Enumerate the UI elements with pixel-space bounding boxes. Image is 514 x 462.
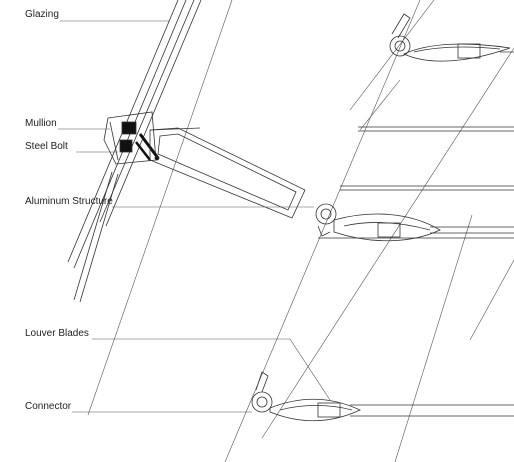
label-connector: Connector — [25, 401, 72, 412]
connector-3 — [251, 391, 273, 413]
louver-blade-2 — [315, 203, 441, 242]
label-aluminum-structure: Aluminum Structure — [25, 196, 113, 207]
structure-line-5 — [261, 47, 514, 439]
label-glazing: Glazing — [25, 9, 59, 20]
connector-2-clip — [317, 225, 331, 237]
connector-3-core — [256, 396, 268, 408]
blade-2-inner — [343, 222, 431, 231]
structure-line-2 — [224, 0, 421, 462]
glazing-panes — [67, 0, 202, 303]
structure-lines — [87, 0, 514, 462]
glazing-line-3 — [99, 0, 195, 223]
bolt-head — [154, 155, 160, 161]
aluminum-arm-outer — [149, 127, 306, 219]
structure-line-6 — [359, 79, 401, 131]
blade-3-inner — [279, 405, 353, 411]
mullion — [103, 111, 157, 165]
louver-blade-3 — [251, 371, 361, 422]
blade-3 — [269, 398, 361, 422]
label-steel-bolt: Steel Bolt — [25, 141, 68, 152]
connector-2 — [315, 203, 337, 225]
blade-2 — [333, 213, 441, 242]
blade-3-spar — [317, 402, 341, 418]
connector-1-core — [394, 40, 406, 52]
mullion-clamp-1 — [121, 121, 137, 135]
blade-1-inner — [413, 46, 501, 53]
connector-2-core — [320, 208, 332, 220]
aluminum-arm-inner — [157, 133, 297, 211]
mullion-edge — [109, 121, 119, 161]
blade-1 — [403, 43, 511, 62]
structure-line-3 — [394, 214, 473, 462]
mullion-clamp-2 — [119, 139, 133, 153]
blade-2-spar — [377, 222, 401, 238]
label-louver-blades: Louver Blades — [25, 328, 89, 339]
connector-3-clip — [255, 371, 269, 393]
leader-louver — [92, 338, 331, 401]
steel-bolts — [135, 133, 160, 161]
connector-1 — [389, 35, 411, 57]
structure-line-1 — [87, 0, 233, 416]
structure-line-4 — [349, 0, 435, 111]
louver-rails — [318, 51, 514, 417]
label-mullion: Mullion — [25, 118, 57, 129]
connector-1-clip — [391, 13, 411, 39]
bolt-shaft-2 — [135, 141, 151, 161]
structure-line-7 — [469, 259, 514, 341]
bolt-shaft-1 — [138, 133, 160, 159]
blade-1-spar — [457, 43, 481, 59]
aluminum-flange — [149, 127, 201, 131]
aluminum-structure — [149, 127, 306, 219]
glazing-lower-1 — [73, 171, 113, 301]
louver-blade-1 — [389, 13, 511, 62]
glazing-line-4 — [105, 0, 202, 227]
leader-lines — [58, 20, 331, 413]
mullion-body — [103, 111, 157, 165]
glazing-lower-2 — [79, 173, 119, 303]
